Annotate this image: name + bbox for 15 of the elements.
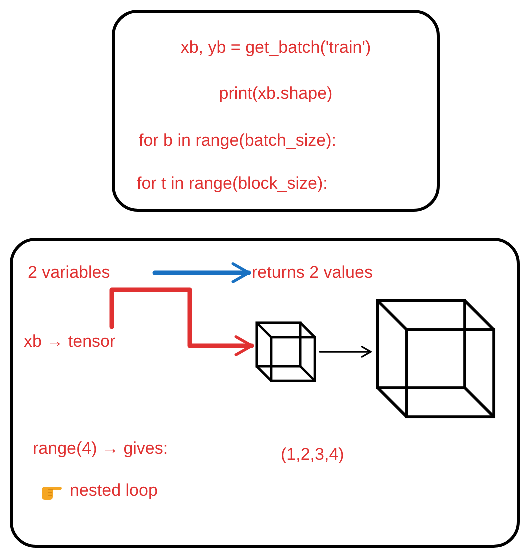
- code-line: print(xb.shape): [218, 83, 334, 105]
- code-line: for t in range(block_size):: [137, 173, 328, 195]
- note-text: returns 2 values: [252, 261, 402, 285]
- note-text: range(4) → gives:: [33, 438, 168, 460]
- note-text: (1,2,3,4): [281, 444, 344, 466]
- arrow: [110, 288, 254, 356]
- code-card: [112, 10, 440, 212]
- note-text: 2 variables: [28, 261, 152, 285]
- note-text: nested loop: [70, 480, 158, 502]
- code-line: xb, yb = get_batch('train'): [180, 37, 372, 59]
- panel-card: [10, 238, 520, 548]
- arrow: [152, 262, 252, 284]
- arrow: [319, 346, 372, 358]
- code-line: for b in range(batch_size):: [139, 130, 336, 152]
- note-text: xb → tensor: [24, 330, 154, 354]
